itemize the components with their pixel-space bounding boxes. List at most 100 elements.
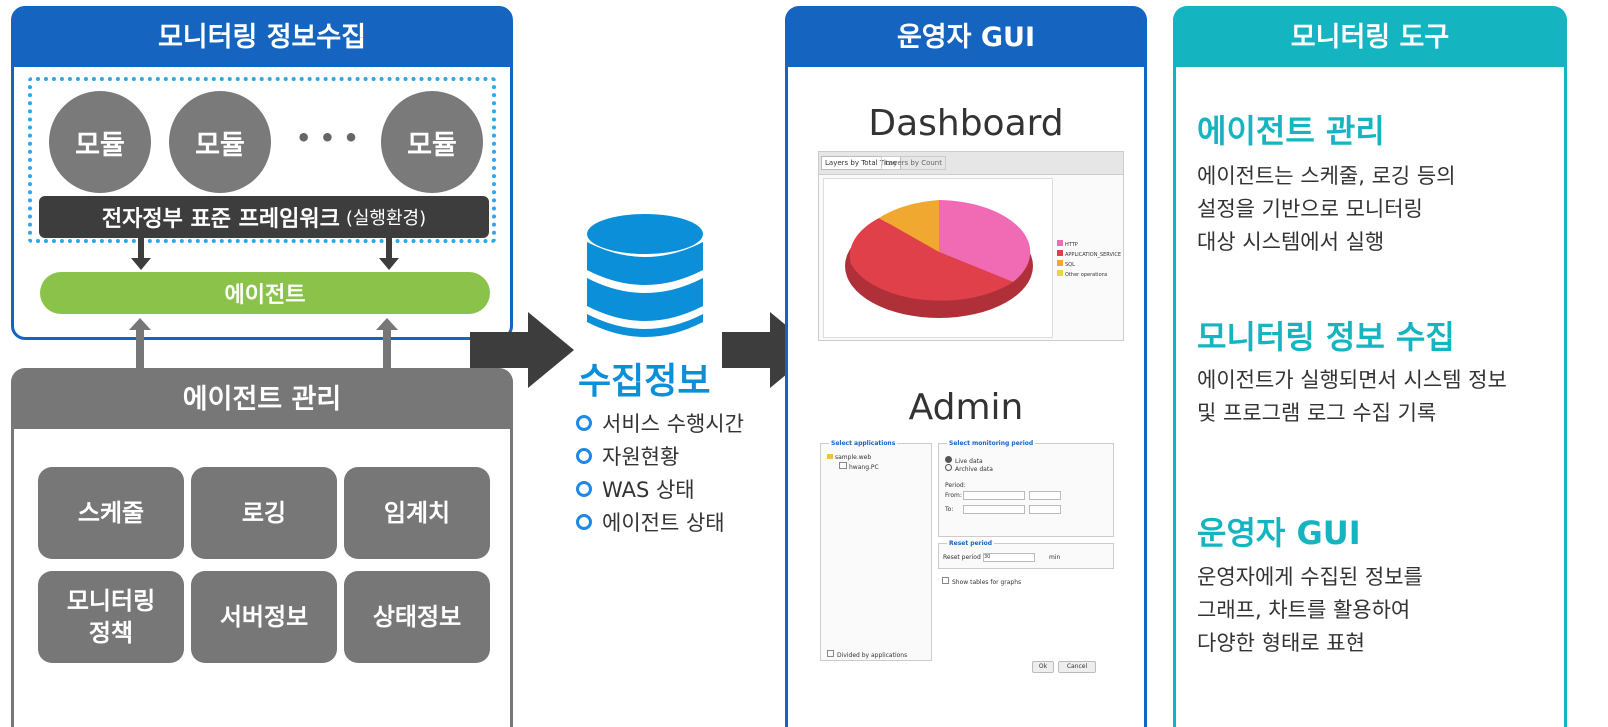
agent-management-header: 에이전트 관리 — [14, 371, 510, 429]
legend-item: APPLICATION_SERVICE — [1057, 250, 1121, 260]
collect-panel: 모니터링 정보수집 모듈 모듈 • • • 모듈 전자정부 표준 프레임워크 (… — [11, 6, 513, 340]
tools-section-title: 운영자 GUI — [1197, 514, 1361, 552]
bullet-icon — [576, 448, 592, 464]
framework-bar: 전자정부 표준 프레임워크 (실행환경) — [39, 196, 489, 238]
database-icon — [587, 214, 703, 337]
cancel-button[interactable]: Cancel — [1058, 661, 1096, 673]
framework-title: 전자정부 표준 프레임워크 — [101, 207, 340, 232]
db-item: 에이전트 상태 — [576, 507, 725, 537]
pie-legend: HTTP APPLICATION_SERVICE SQL Other opera… — [1057, 240, 1121, 280]
module-boundary — [28, 77, 496, 243]
tile-schedule: 스케줄 — [38, 467, 184, 559]
period-box: Select monitoring period Live data Archi… — [938, 440, 1114, 537]
period-box-title: Select monitoring period — [947, 440, 1036, 447]
agent-bar: 에이전트 — [40, 272, 490, 314]
app-item[interactable]: sample.web — [827, 454, 871, 461]
dashboard-label: Dashboard — [868, 103, 1064, 144]
legend-label: Other operations — [1065, 272, 1108, 278]
archive-label: Archive data — [955, 466, 993, 473]
flow-arrow-icon — [470, 312, 574, 388]
module-circle: 모듈 — [49, 91, 151, 193]
live-radio[interactable]: Live data — [945, 456, 983, 465]
reset-unit: min — [1049, 554, 1061, 561]
bullet-icon — [576, 481, 592, 497]
gui-panel-header: 운영자 GUI — [788, 9, 1144, 67]
module-ellipsis: • • • — [296, 124, 359, 152]
agent-management-title: 에이전트 관리 — [182, 384, 342, 415]
archive-radio[interactable]: Archive data — [945, 464, 993, 473]
tile-monitoring-policy: 모니터링 정책 — [38, 571, 184, 663]
divided-label: Divided by applications — [837, 652, 908, 659]
bullet-icon — [576, 415, 592, 431]
down-arrow-icon — [131, 238, 151, 270]
up-arrow-icon — [129, 318, 151, 372]
admin-screenshot: Select applications sample.web hwang.PC … — [818, 439, 1118, 685]
tools-section-body: 에이전트는 스케줄, 로깅 등의 설정을 기반으로 모니터링 대상 시스템에서 … — [1197, 164, 1456, 254]
from-time-field[interactable] — [1029, 491, 1061, 500]
show-tables-checkbox[interactable]: Show tables for graphs — [942, 577, 1021, 586]
tools-section-title: 모니터링 정보 수집 — [1197, 318, 1455, 356]
to-time-field[interactable] — [1029, 505, 1061, 514]
module-circle: 모듈 — [381, 91, 483, 193]
period-label: Period: — [945, 482, 966, 489]
apps-box: Select applications sample.web hwang.PC … — [820, 440, 932, 661]
up-arrow-icon — [376, 318, 398, 372]
tools-section-title: 에이전트 관리 — [1197, 112, 1385, 150]
gui-panel-title: 운영자 GUI — [896, 22, 1036, 53]
tile-threshold: 임계치 — [344, 467, 490, 559]
tile-server-info: 서버정보 — [191, 571, 337, 663]
admin-label: Admin — [908, 387, 1024, 428]
show-tables-label: Show tables for graphs — [952, 579, 1022, 586]
from-label: From: — [945, 492, 962, 499]
tools-panel: 모니터링 도구 — [1173, 6, 1567, 727]
db-item-label: WAS 상태 — [602, 478, 695, 502]
agent-label: 에이전트 — [224, 283, 306, 308]
collect-panel-title: 모니터링 정보수집 — [157, 22, 367, 53]
legend-item: Other operations — [1057, 270, 1121, 280]
dashboard-tab[interactable]: Layers by Count — [881, 156, 946, 170]
reset-box: Reset period Reset period 30 min — [938, 540, 1114, 569]
framework-env: (실행환경) — [345, 208, 427, 229]
gui-panel: 운영자 GUI Dashboard Layers by Total Time L… — [785, 6, 1147, 727]
collect-panel-header: 모니터링 정보수집 — [14, 9, 510, 67]
pie-chart — [845, 200, 1033, 318]
to-label: To: — [945, 506, 954, 513]
legend-label: SQL — [1065, 262, 1075, 268]
down-arrow-icon — [379, 238, 399, 270]
divided-checkbox[interactable]: Divided by applications — [827, 650, 907, 659]
to-date-field[interactable] — [963, 505, 1025, 514]
db-item: 자원현황 — [576, 441, 679, 471]
db-item: 서비스 수행시간 — [576, 408, 744, 438]
app-item[interactable]: hwang.PC — [839, 462, 879, 471]
db-item-label: 서비스 수행시간 — [602, 412, 744, 436]
module-circle: 모듈 — [169, 91, 271, 193]
tools-section-body: 에이전트가 실행되면서 시스템 정보 및 프로그램 로그 수집 기록 — [1197, 368, 1507, 425]
tile-status-info: 상태정보 — [344, 571, 490, 663]
live-label: Live data — [955, 458, 983, 465]
tile-logging: 로깅 — [191, 467, 337, 559]
db-item-label: 에이전트 상태 — [602, 511, 725, 535]
legend-label: APPLICATION_SERVICE — [1065, 252, 1122, 258]
tools-panel-title: 모니터링 도구 — [1290, 22, 1450, 53]
reset-label: Reset period — [943, 554, 981, 561]
legend-label: HTTP — [1065, 242, 1078, 248]
app-name: hwang.PC — [849, 464, 879, 471]
apps-box-title: Select applications — [829, 440, 898, 447]
app-name: sample.web — [835, 454, 872, 461]
db-label: 수집정보 — [578, 361, 711, 402]
dashboard-tab[interactable]: Layers by Total Time — [821, 156, 901, 170]
from-date-field[interactable] — [963, 491, 1025, 500]
dashboard-tabbar: Layers by Total Time Layers by Count — [819, 152, 1123, 175]
agent-management-panel: 에이전트 관리 스케줄 로깅 임계치 모니터링 정책 서버정보 상태정보 — [11, 368, 513, 727]
tools-panel-header: 모니터링 도구 — [1176, 9, 1564, 67]
ok-button[interactable]: Ok — [1032, 661, 1054, 673]
bullet-icon — [576, 514, 592, 530]
reset-input[interactable]: 30 — [983, 553, 1035, 562]
tools-section-body: 운영자에게 수집된 정보를 그래프, 차트를 활용하여 다양한 형태로 표현 — [1197, 565, 1423, 655]
db-item: WAS 상태 — [576, 474, 695, 504]
db-item-label: 자원현황 — [602, 445, 680, 469]
legend-item: SQL — [1057, 260, 1121, 270]
reset-value: 30 — [984, 554, 991, 560]
legend-item: HTTP — [1057, 240, 1121, 250]
dashboard-screenshot: Layers by Total Time Layers by Count HTT… — [818, 151, 1124, 341]
